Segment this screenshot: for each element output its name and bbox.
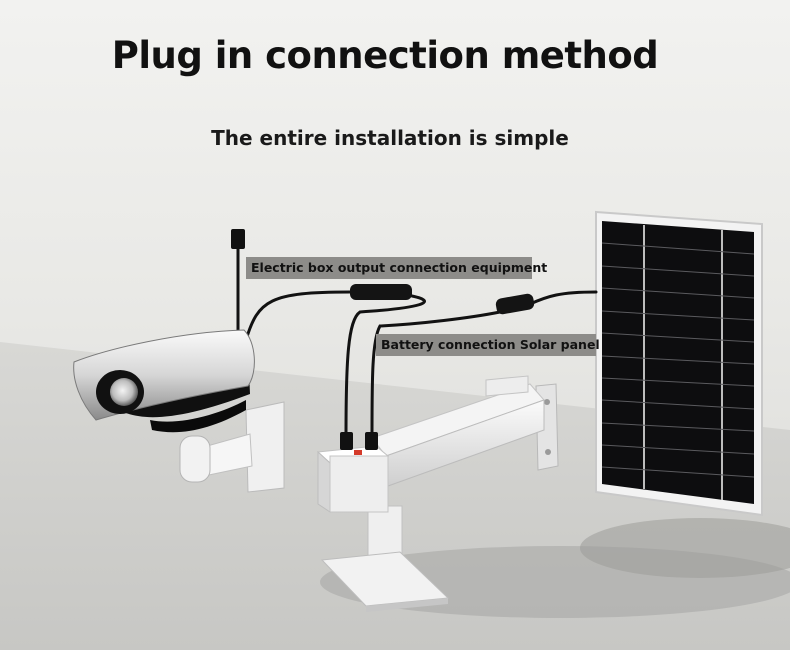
cables: [236, 243, 598, 438]
box-plug-right: [365, 432, 378, 450]
solar-connector: [495, 293, 535, 315]
camera-output-cable: [244, 290, 352, 342]
output-connector: [350, 284, 412, 300]
security-camera: [73, 329, 255, 433]
page-title: Plug in connection method: [111, 34, 659, 77]
electric-box-output-label: Electric box output connection equipment: [246, 257, 547, 279]
panel-shadow: [580, 518, 790, 578]
page-subtitle: The entire installation is simple: [211, 126, 569, 150]
electric-box: [316, 445, 390, 513]
battery-solar-label: Battery connection Solar panel: [376, 334, 600, 356]
box-output-cable: [344, 294, 426, 438]
solar-cable: [528, 290, 598, 306]
box-plug-left: [340, 432, 353, 450]
battery-cable: [370, 310, 502, 438]
camera-bracket: [179, 401, 285, 493]
mounting-bracket: [320, 375, 559, 612]
camera-dc-plug: [231, 229, 245, 249]
solar-panel: [595, 210, 763, 517]
